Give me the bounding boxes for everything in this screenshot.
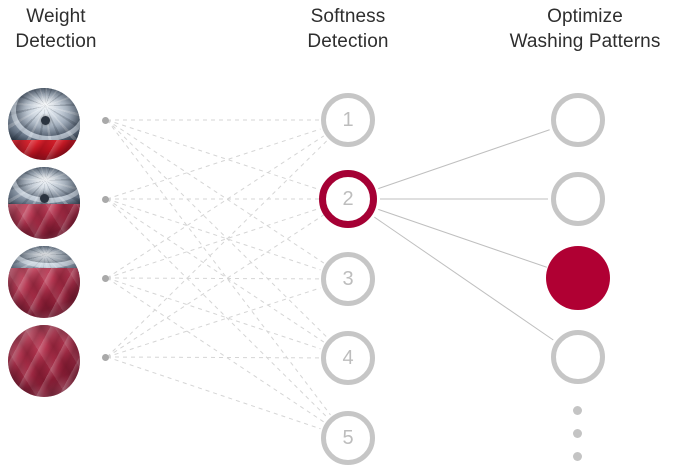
input-node-dot[interactable] (102, 117, 109, 124)
node-label: 1 (342, 109, 354, 131)
node-label: 5 (342, 427, 354, 449)
edges-input-to-hidden (106, 119, 331, 430)
list-item[interactable] (8, 246, 80, 318)
softness-node-3[interactable]: 3 (321, 252, 375, 306)
drum-rim (10, 246, 80, 269)
input-node-dot[interactable] (102, 354, 109, 361)
softness-node-1[interactable]: 1 (321, 93, 375, 147)
input-node-dot[interactable] (102, 275, 109, 282)
list-item[interactable] (8, 167, 80, 239)
softness-node-2[interactable]: 2 (319, 170, 377, 228)
washer-drum-icon (8, 88, 80, 142)
input-node-dot[interactable] (102, 196, 109, 203)
node-label: 2 (342, 188, 354, 210)
washer-drum-icon (8, 167, 80, 207)
laundry-fill (8, 325, 80, 397)
node-label: 4 (342, 347, 354, 369)
column-header-optimize-washing-patterns: Optimize Washing Patterns (488, 4, 675, 54)
ellipsis-dot (573, 452, 582, 461)
washing-pattern-node-2[interactable] (551, 172, 605, 226)
drum-rim (10, 88, 80, 141)
ellipsis-dot (573, 406, 582, 415)
thumbnail-vignette (8, 167, 80, 239)
ellipsis-dot (573, 429, 582, 438)
laundry-fill (8, 139, 80, 160)
softness-node-4[interactable]: 4 (321, 331, 375, 385)
drum-hub (41, 115, 51, 125)
edges-hidden-to-output (374, 129, 554, 341)
header-line-1: Softness (310, 6, 386, 27)
drum-hub (39, 193, 49, 203)
softness-node-5[interactable]: 5 (321, 411, 375, 465)
laundry-fill (8, 267, 80, 318)
header-line-2: Detection (307, 31, 389, 52)
header-line-2: Detection (15, 31, 97, 52)
column-header-softness-detection: Softness Detection (278, 4, 418, 54)
thumbnail-vignette (8, 325, 80, 397)
header-line-2: Washing Patterns (509, 31, 661, 52)
thumbnail-vignette (8, 88, 80, 160)
washing-pattern-node-4[interactable] (551, 330, 605, 384)
list-item[interactable] (8, 88, 80, 160)
laundry-fill (8, 204, 80, 239)
header-line-1: Weight (26, 6, 86, 27)
header-line-1: Optimize (547, 6, 623, 27)
thumbnail-vignette (8, 246, 80, 318)
list-item[interactable] (8, 325, 80, 397)
washing-pattern-node-1[interactable] (551, 93, 605, 147)
column-header-weight-detection: Weight Detection (0, 4, 112, 54)
washing-pattern-node-3-selected[interactable] (546, 246, 610, 310)
node-label: 3 (342, 268, 354, 290)
